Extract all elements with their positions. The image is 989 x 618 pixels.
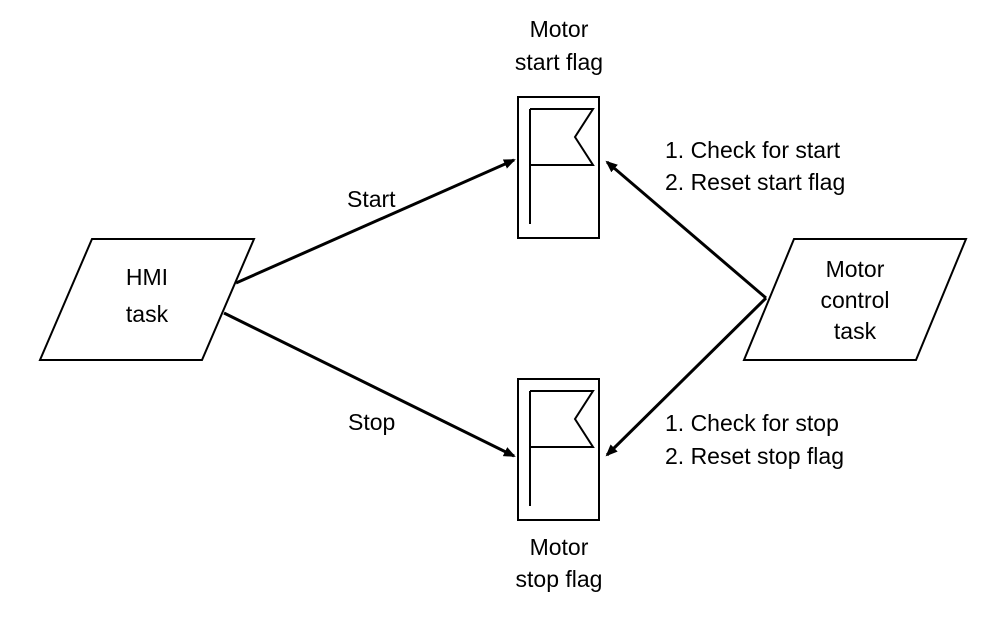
start-flag-node: Motor start flag xyxy=(515,16,603,239)
hmi-task-label-line2: task xyxy=(126,301,169,327)
stop-flag-label-line2: stop flag xyxy=(516,566,603,592)
check-start-arrow xyxy=(605,160,767,300)
stop-flag-label-line1: Motor xyxy=(530,534,589,560)
stop-steps: 1. Check for stop 2. Reset stop flag xyxy=(665,410,844,469)
start-steps: 1. Check for start 2. Reset start flag xyxy=(665,137,845,195)
stop-flag-icon xyxy=(529,390,595,506)
start-flag-label-line1: Motor xyxy=(530,16,589,42)
hmi-task-node: HMI task xyxy=(38,238,256,361)
motor-control-task-label-line1: Motor xyxy=(826,256,885,282)
hmi-task-label-line1: HMI xyxy=(126,264,168,290)
stop-arrow xyxy=(223,311,516,458)
motor-control-task-node: Motor control task xyxy=(742,238,968,361)
motor-control-task-label-line3: task xyxy=(834,318,877,344)
start-step-1: 1. Check for start xyxy=(665,137,841,163)
stop-flag-node: Motor stop flag xyxy=(516,378,603,592)
start-step-2: 2. Reset start flag xyxy=(665,169,845,195)
stop-arrow-label: Stop xyxy=(348,409,395,435)
stop-step-2: 2. Reset stop flag xyxy=(665,443,844,469)
start-arrow xyxy=(235,158,516,285)
start-arrow-label: Start xyxy=(347,186,396,212)
check-stop-arrow xyxy=(605,296,768,457)
stop-step-1: 1. Check for stop xyxy=(665,410,839,436)
motor-control-task-label-line2: control xyxy=(820,287,889,313)
start-flag-label-line2: start flag xyxy=(515,49,603,75)
start-flag-icon xyxy=(529,108,595,224)
